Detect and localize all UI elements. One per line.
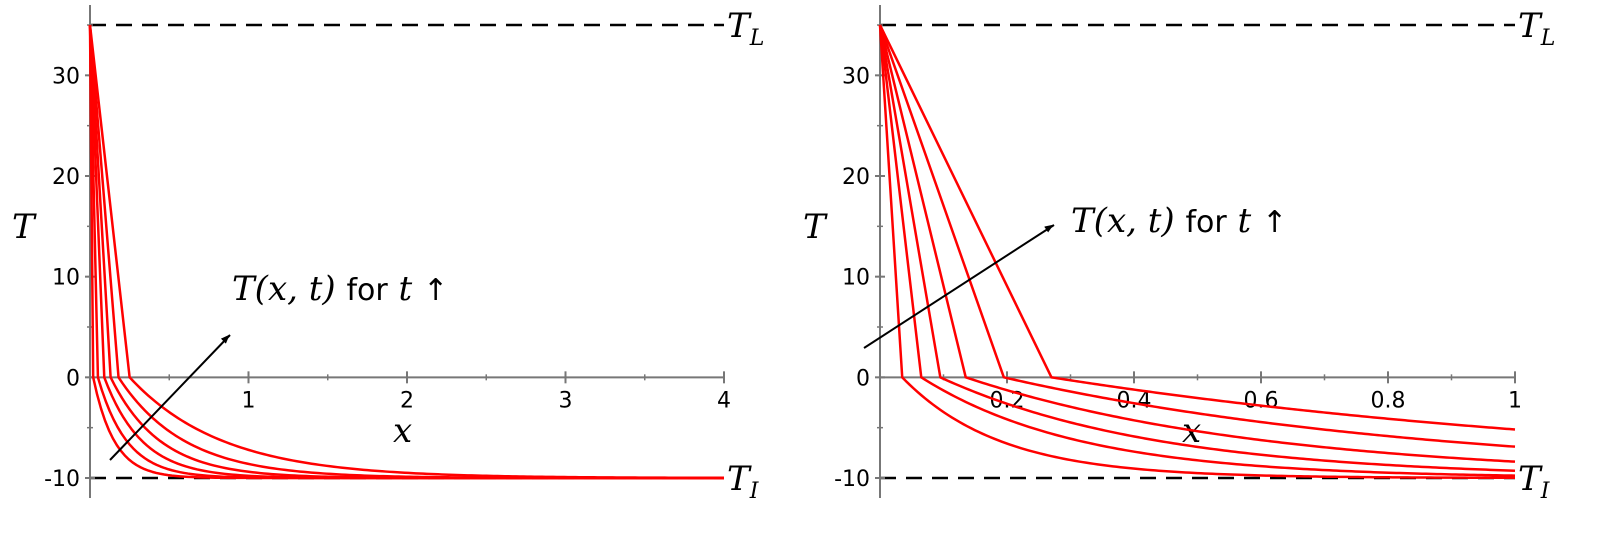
y-tick-label: -10 [44, 467, 80, 492]
annotation-arrow: ↑ [1262, 205, 1287, 240]
annotation-label: T(x, t) for t ↑ [232, 269, 448, 309]
x-tick-label: 0.2 [990, 388, 1025, 413]
time-arrow [109, 334, 231, 461]
x-tick-label: 2 [400, 388, 414, 413]
reference-label-L: TL [727, 6, 764, 51]
annotation-word: for [1185, 205, 1227, 240]
temperature-curve-1 [878, 24, 1516, 480]
reference-label-L: TL [1518, 6, 1555, 51]
reference-label-sub: L [1540, 26, 1556, 51]
reference-label-I: TI [727, 459, 760, 504]
annotation-label: T(x, t) for t ↑ [1071, 201, 1287, 241]
y-tick-label: 20 [52, 165, 80, 190]
temperature-curve-6 [88, 24, 725, 480]
y-tick-label: -10 [834, 467, 870, 492]
annotation-var: t [1238, 201, 1252, 241]
reference-label-main: T [1518, 6, 1543, 46]
reference-label-sub: I [1540, 479, 1551, 504]
x-axis-label: x [393, 411, 412, 451]
y-tick-label: 30 [842, 64, 870, 89]
y-tick-label: 0 [66, 366, 80, 391]
x-tick-label: 0.6 [1244, 388, 1279, 413]
annotation-arrow: ↑ [423, 273, 448, 308]
y-tick-label: 10 [52, 266, 80, 291]
reference-label-I: TI [1518, 459, 1551, 504]
temperature-curve-5 [878, 24, 1516, 448]
y-axis-label: T [12, 207, 37, 247]
annotation-math: T(x, t) [1071, 201, 1175, 241]
temperature-curve-3 [878, 24, 1516, 472]
annotation-math: T(x, t) [232, 269, 336, 309]
y-axis-label: T [803, 207, 828, 247]
annotation-var: t [399, 269, 413, 309]
time-arrow [863, 224, 1055, 349]
reference-label-main: T [727, 6, 752, 46]
reference-label-sub: I [749, 479, 760, 504]
reference-label-main: T [727, 459, 752, 499]
x-tick-label: 3 [559, 388, 573, 413]
x-tick-label: 0.8 [1371, 388, 1406, 413]
x-tick-label: 1 [242, 388, 256, 413]
temperature-curve-2 [878, 24, 1516, 477]
y-tick-label: 10 [842, 266, 870, 291]
y-tick-label: 0 [856, 366, 870, 391]
annotation-word: for [346, 273, 388, 308]
x-tick-label: 4 [717, 388, 731, 413]
temperature-curve-6 [878, 24, 1516, 431]
reference-label-sub: L [749, 26, 765, 51]
y-tick-label: 30 [52, 64, 80, 89]
reference-label-main: T [1518, 459, 1543, 499]
y-tick-label: 20 [842, 165, 870, 190]
x-tick-label: 1 [1508, 388, 1522, 413]
temperature-curve-4 [878, 24, 1516, 463]
